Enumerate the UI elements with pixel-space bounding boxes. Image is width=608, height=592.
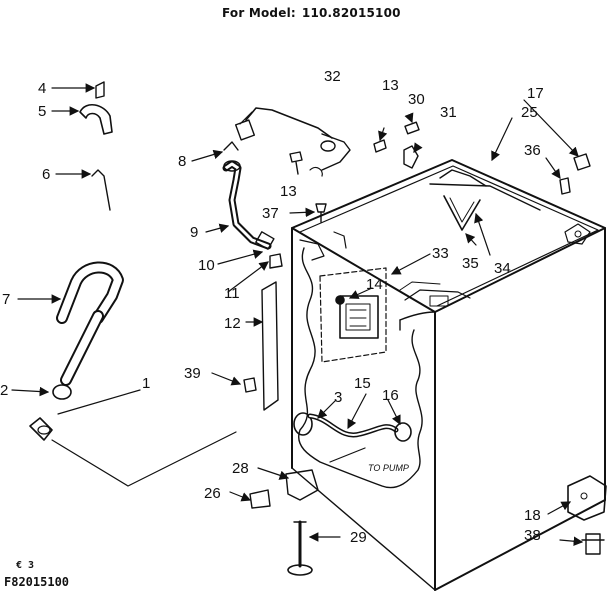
callout-28: 28 (232, 460, 249, 477)
callout-12: 12 (224, 315, 241, 332)
leader-lines (11, 83, 584, 547)
footer-marks: €3 (16, 560, 40, 571)
callout-1: 1 (142, 375, 150, 392)
callout-4: 4 (38, 80, 46, 97)
callout-13-top: 13 (382, 77, 399, 94)
callout-9: 9 (190, 224, 198, 241)
callout-29: 29 (350, 529, 367, 546)
inlet-hose (222, 107, 351, 250)
callout-34: 34 (494, 260, 511, 277)
callout-7: 7 (2, 291, 10, 308)
drain-hose (29, 261, 237, 487)
callout-6: 6 (42, 166, 50, 183)
callout-26: 26 (204, 485, 221, 502)
callout-37: 37 (262, 205, 279, 222)
callout-5: 5 (38, 103, 46, 120)
callout-13-mid: 13 (280, 183, 297, 200)
footer-mark-2: 3 (28, 560, 35, 571)
callout-31: 31 (440, 104, 457, 121)
callout-17: 17 (527, 85, 544, 102)
cabinet-shell (291, 159, 606, 591)
model-prefix: For Model: (222, 6, 296, 20)
callout-38: 38 (524, 527, 541, 544)
callout-11: 11 (224, 285, 240, 302)
callout-8: 8 (178, 153, 186, 170)
callout-33: 33 (432, 245, 449, 262)
callout-18: 18 (524, 507, 541, 524)
callout-35: 35 (462, 255, 479, 272)
pump-hose (293, 412, 412, 463)
model-number: 110.82015100 (301, 6, 401, 20)
callout-32: 32 (324, 68, 341, 85)
callout-3: 3 (334, 389, 342, 406)
callout-16: 16 (382, 387, 399, 404)
callout-14: 14 (366, 276, 383, 293)
timer-assembly (319, 267, 387, 363)
callout-10: 10 (198, 257, 215, 274)
callout-39: 39 (184, 365, 201, 382)
hardware-parts (79, 81, 607, 576)
callout-30: 30 (408, 91, 425, 108)
callout-25: 25 (521, 104, 538, 121)
callout-36: 36 (524, 142, 541, 159)
pump-annotation: TO PUMP (368, 463, 409, 473)
diagram-code: F82015100 (4, 575, 70, 589)
callout-2: 2 (0, 382, 8, 399)
diagram-header: For Model: 110.82015100 (222, 6, 407, 20)
footer-mark-1: € (16, 560, 23, 571)
callout-labels: 4 5 6 7 2 1 32 13 30 31 17 25 36 8 13 37… (0, 68, 544, 546)
callout-15: 15 (354, 375, 371, 392)
